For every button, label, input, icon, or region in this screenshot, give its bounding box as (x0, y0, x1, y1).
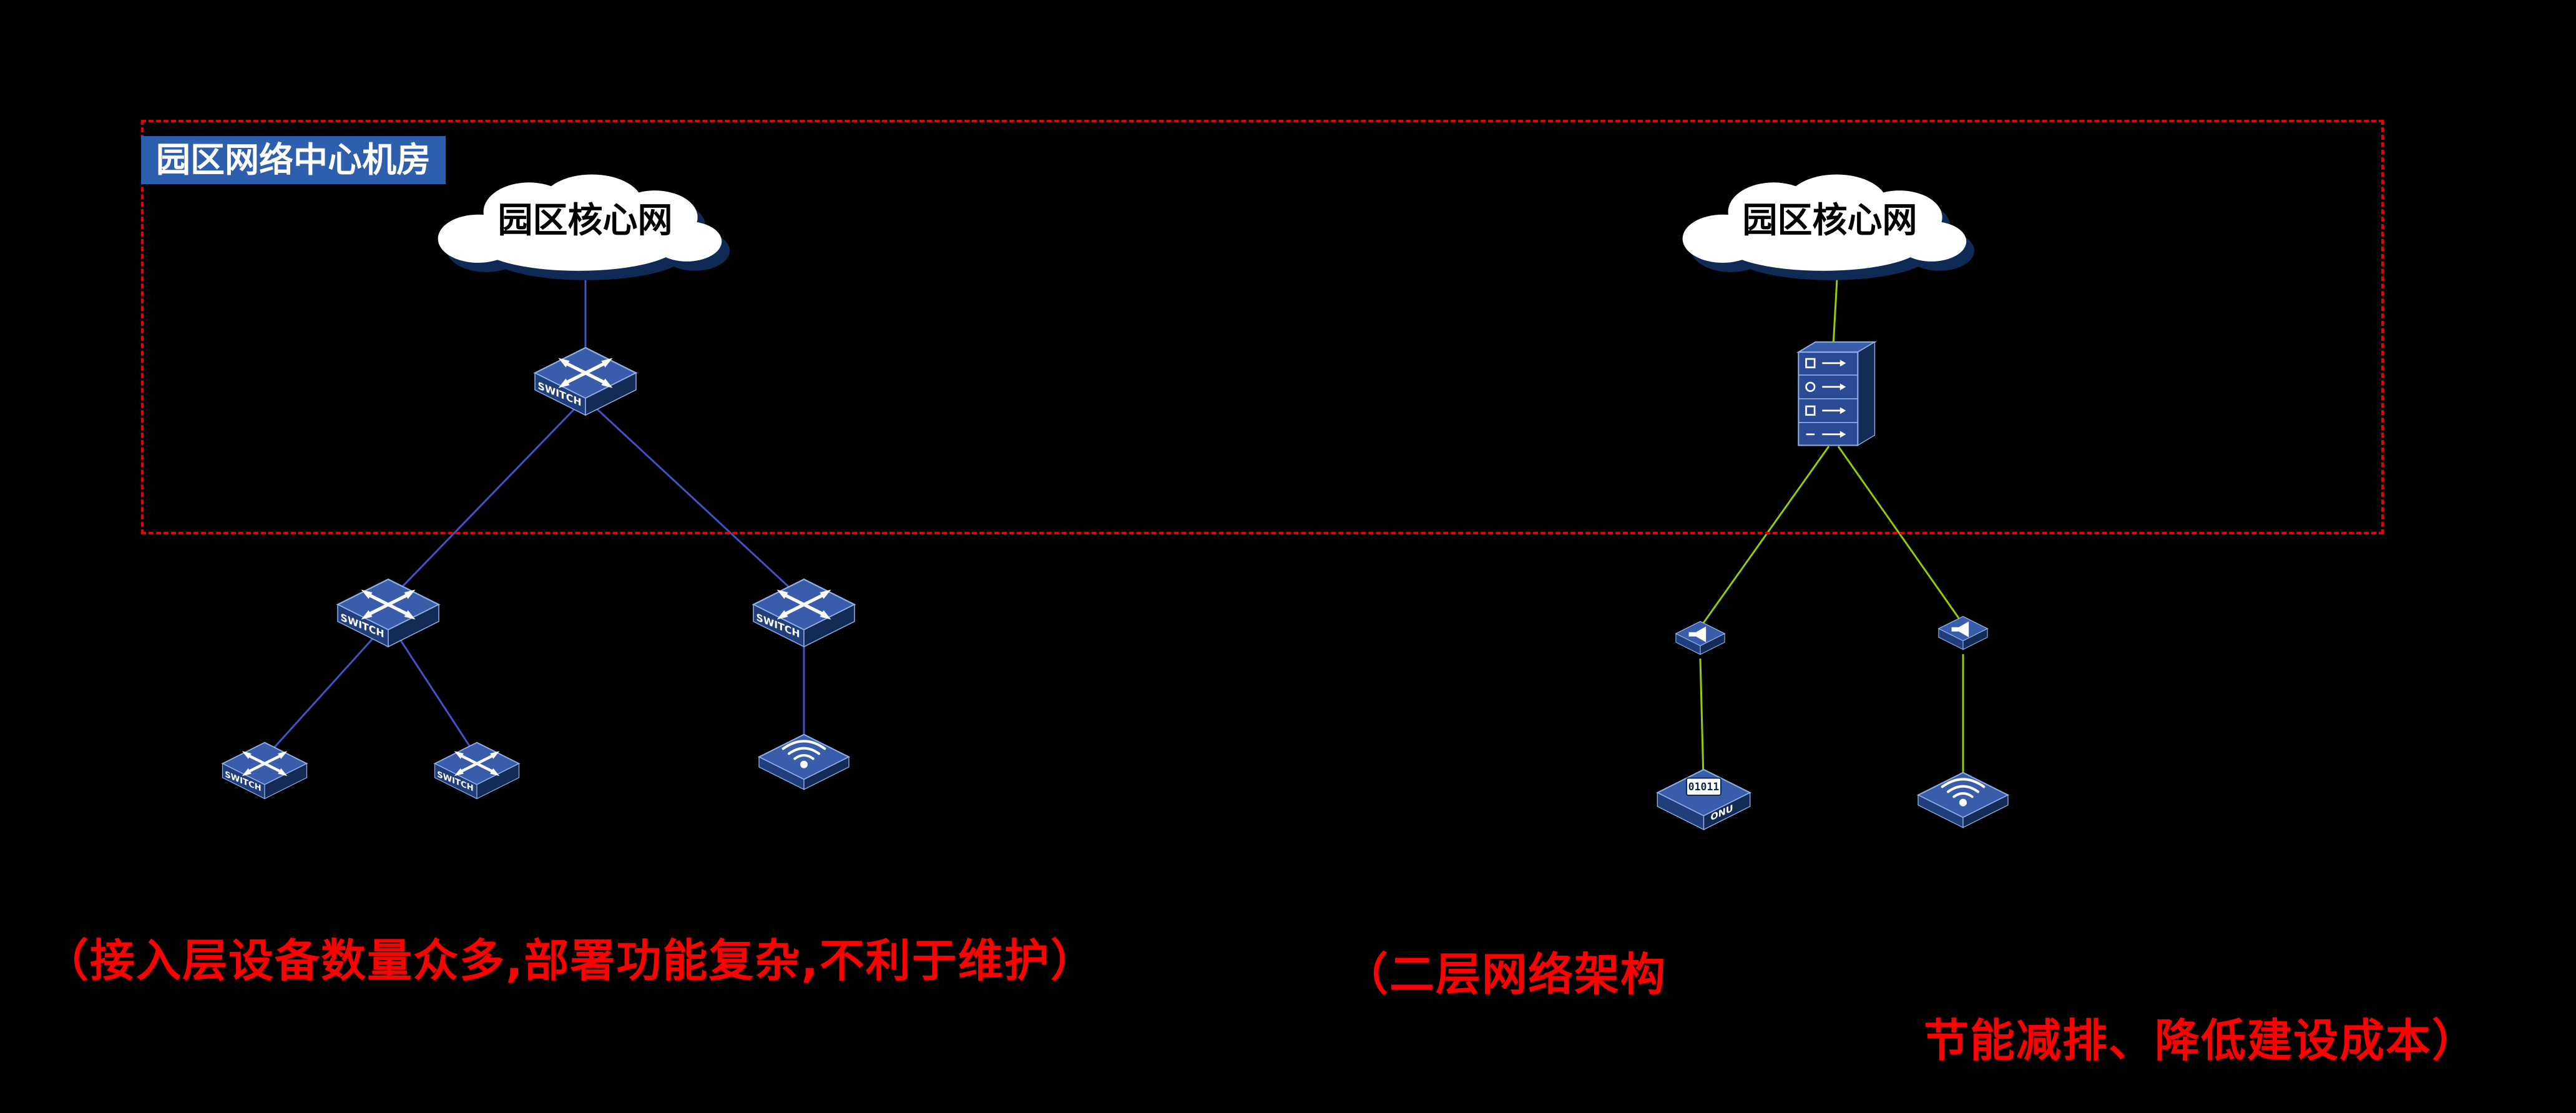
access-switch-2-icon: SWITCH (430, 738, 524, 803)
core-switch-icon: SWITCH (529, 342, 642, 421)
link-core-agg-right (585, 398, 803, 601)
machine-room-label: 园区网络中心机房 (141, 136, 446, 184)
optical-splitter-right-icon (1934, 609, 1992, 667)
onu-screen-text: 01011 (1688, 781, 1720, 793)
onu-icon: 01011 ONU (1652, 761, 1755, 843)
left-annotation: （接入层设备数量众多,部署功能复杂,不利于维护） (44, 934, 1097, 987)
wireless-ap-right-icon (1913, 766, 2013, 836)
link-splitter-onu (1699, 658, 1705, 778)
campus-core-cloud-left: 园区核心网 (424, 161, 746, 282)
campus-core-cloud-right: 园区核心网 (1669, 161, 1991, 282)
machine-room-boundary (141, 120, 2384, 534)
olt-icon (1786, 335, 1880, 454)
link-core-agg-left (389, 398, 585, 601)
link-olt-splitter-right (1837, 446, 1964, 625)
link-cloud-olt (1832, 268, 1839, 347)
optical-splitter-left-icon (1672, 614, 1729, 672)
right-annotation-line1: （二层网络架构 (1343, 948, 1667, 1001)
cloud-label-left: 园区核心网 (497, 200, 673, 241)
link-agg-access-1 (266, 623, 387, 757)
link-olt-splitter-left (1699, 446, 1830, 628)
link-agg-access-2 (389, 624, 477, 756)
access-switch-1-icon: SWITCH (218, 738, 311, 803)
right-annotation-line2: 节能减排、降低建设成本） (1924, 1014, 2479, 1067)
aggregation-switch-left-icon: SWITCH (332, 574, 444, 652)
aggregation-switch-right-icon: SWITCH (748, 574, 860, 652)
cloud-label-right: 园区核心网 (1742, 200, 1917, 241)
wireless-ap-left-icon (754, 728, 854, 798)
